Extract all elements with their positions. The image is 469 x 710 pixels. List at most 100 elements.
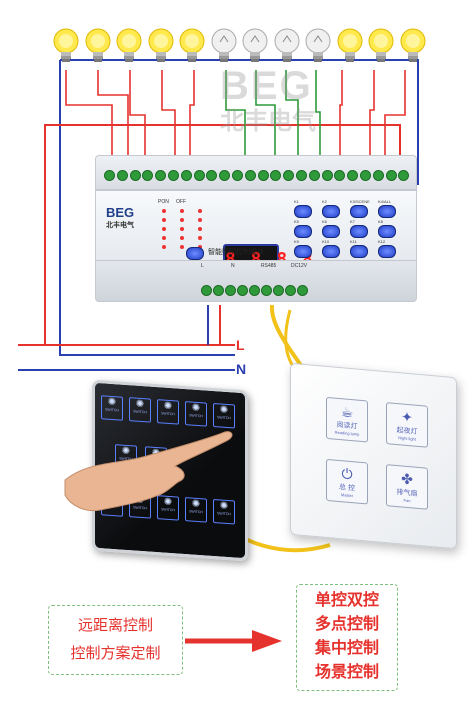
status-led bbox=[162, 218, 166, 222]
bulb-on-icon bbox=[116, 28, 142, 62]
bulb-off-icon bbox=[242, 28, 268, 62]
output-terminal bbox=[372, 170, 384, 181]
bulb-on-icon bbox=[400, 28, 426, 62]
input-terminal bbox=[285, 285, 296, 296]
key-label: K12 bbox=[378, 239, 386, 244]
key-label: K9 bbox=[294, 239, 299, 244]
input-terminal bbox=[225, 285, 236, 296]
key-label: K10 bbox=[322, 239, 330, 244]
terminal-label: RS485 bbox=[261, 263, 277, 269]
output-terminal bbox=[334, 170, 346, 181]
output-terminal bbox=[206, 170, 218, 181]
output-terminal bbox=[398, 170, 410, 181]
output-terminal bbox=[385, 170, 397, 181]
key-label: K5 bbox=[294, 219, 299, 224]
status-led bbox=[180, 236, 184, 240]
bulb-icon: ✺ bbox=[107, 396, 117, 409]
key-label: K8 bbox=[378, 219, 383, 224]
brand-logo-text: BEG bbox=[106, 205, 135, 220]
key-label: K1 bbox=[294, 199, 299, 204]
key-label: K6 bbox=[322, 219, 327, 224]
indicator-label: OFF bbox=[176, 199, 186, 205]
bulb-on-icon bbox=[148, 28, 174, 62]
bulb-on-icon bbox=[368, 28, 394, 62]
channel-key-button[interactable] bbox=[294, 205, 312, 218]
input-terminal bbox=[273, 285, 284, 296]
channel-key-button[interactable] bbox=[322, 225, 340, 238]
bulb-on-icon bbox=[179, 28, 205, 62]
input-terminal bbox=[237, 285, 248, 296]
input-terminal bbox=[249, 285, 260, 296]
output-terminal bbox=[296, 170, 307, 181]
feature-single-double: 单控双控 bbox=[314, 592, 379, 609]
channel-key-button[interactable] bbox=[378, 225, 396, 238]
output-terminal bbox=[104, 170, 115, 181]
output-terminal bbox=[360, 170, 371, 181]
mode-button[interactable] bbox=[186, 247, 204, 260]
key-label: K11 bbox=[350, 239, 357, 244]
output-terminal bbox=[168, 170, 179, 181]
key-label: K4/ALL bbox=[378, 199, 392, 204]
brand-logo: BEG 北丰电气 bbox=[106, 205, 134, 230]
channel-key-button[interactable] bbox=[294, 245, 312, 258]
watermark: BEG 北丰电气 bbox=[220, 64, 316, 136]
neutral-label: N bbox=[236, 361, 247, 377]
output-terminal bbox=[129, 170, 141, 181]
feature-box-right: 单控双控 多点控制 集中控制 场景控制 bbox=[296, 584, 398, 691]
output-terminal bbox=[270, 170, 282, 181]
watermark-logo: BEG bbox=[220, 64, 313, 108]
bulb-on-icon bbox=[337, 28, 363, 62]
module-output-terminals bbox=[95, 155, 417, 190]
channel-key-button[interactable] bbox=[350, 245, 368, 258]
output-terminal bbox=[283, 170, 295, 181]
watermark-subtext: 北丰电气 bbox=[220, 108, 316, 135]
feature-custom: 控制方案定制 bbox=[70, 645, 161, 662]
channel-key-button[interactable] bbox=[378, 245, 396, 258]
bulb-off-icon bbox=[274, 28, 300, 62]
channel-key-button[interactable] bbox=[322, 245, 340, 258]
bulb-on-icon bbox=[85, 28, 111, 62]
status-led bbox=[180, 209, 184, 213]
input-terminal bbox=[261, 285, 272, 296]
status-led bbox=[162, 245, 166, 249]
bulb-icon: ✺ bbox=[135, 398, 145, 411]
output-terminal bbox=[180, 170, 192, 181]
status-led bbox=[180, 218, 184, 222]
channel-key-button[interactable] bbox=[322, 205, 340, 218]
output-terminal bbox=[116, 170, 128, 181]
output-terminal bbox=[257, 170, 269, 181]
status-led bbox=[198, 218, 202, 222]
status-led bbox=[180, 245, 184, 249]
status-led bbox=[198, 209, 202, 213]
input-terminal bbox=[213, 285, 224, 296]
key-label: K3/SCENE bbox=[350, 199, 370, 204]
channel-key-button[interactable] bbox=[378, 205, 396, 218]
feature-scene: 场景控制 bbox=[314, 664, 379, 681]
channel-key-button[interactable] bbox=[350, 225, 368, 238]
feature-box-left: 远距离控制 控制方案定制 bbox=[48, 605, 183, 675]
live-label: L bbox=[236, 337, 245, 353]
terminal-label: L bbox=[201, 263, 204, 269]
key-label: K7 bbox=[350, 219, 355, 224]
output-terminal bbox=[232, 170, 243, 181]
status-led bbox=[162, 236, 166, 240]
channel-key-button[interactable] bbox=[294, 225, 312, 238]
output-terminal bbox=[155, 170, 167, 181]
feature-remote: 远距离控制 bbox=[77, 617, 153, 634]
channel-key-button[interactable] bbox=[350, 205, 368, 218]
status-led bbox=[180, 227, 184, 231]
status-led bbox=[198, 236, 202, 240]
terminal-label: N bbox=[231, 263, 235, 269]
module-title: 智能照明控制模块 bbox=[208, 249, 264, 256]
output-terminal bbox=[308, 170, 320, 181]
bulb-off-icon bbox=[305, 28, 331, 62]
